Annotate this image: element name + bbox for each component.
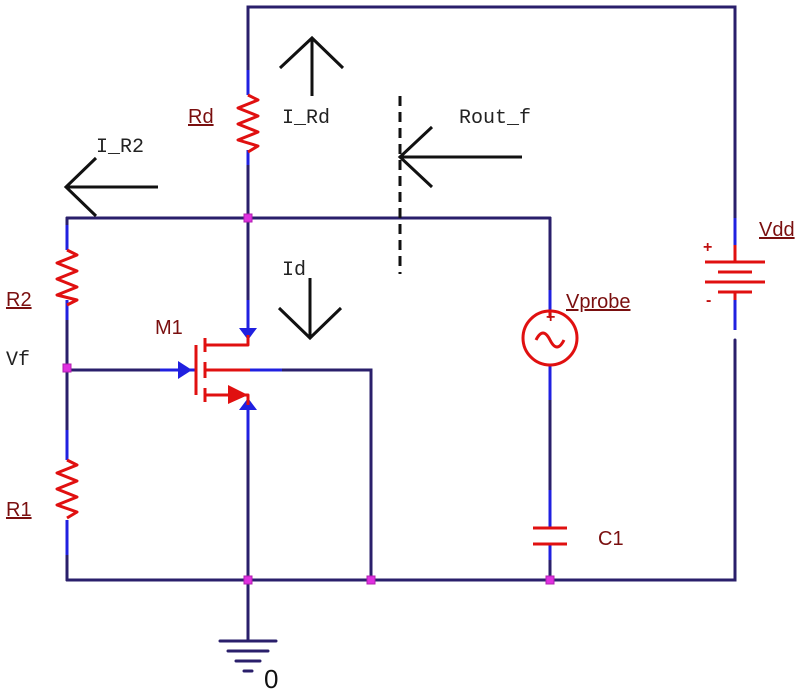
wires [65, 5, 737, 642]
i-rd-arrow [278, 35, 345, 96]
node-bottom-source [243, 575, 253, 585]
r1-resistor-symbol [55, 458, 79, 520]
i-r2-label: I_R2 [96, 136, 144, 159]
i-rd-label: I_Rd [282, 107, 330, 130]
vdd-label: Vdd [759, 219, 795, 241]
wire-source-loop [278, 368, 373, 582]
rd-resistor-symbol [236, 93, 260, 154]
vf-label: Vf [6, 349, 30, 372]
node-bottom-body [366, 575, 376, 585]
vprobe-source-symbol [521, 309, 579, 367]
vprobe-label: Vprobe [566, 291, 631, 313]
pins [65, 70, 737, 560]
node-mid-drain [243, 213, 253, 223]
node-bottom-c1 [545, 575, 555, 585]
r1-label: R1 [6, 499, 32, 521]
m1-label: M1 [155, 317, 183, 339]
ground-symbol [218, 639, 278, 673]
vdd-minus-sign: - [706, 292, 711, 309]
r2-resistor-symbol [55, 248, 79, 307]
id-label: Id [282, 259, 306, 282]
vprobe-plus-sign: + [546, 309, 555, 326]
i-r2-arrow [63, 156, 158, 218]
id-arrow [277, 278, 343, 341]
rout-f-arrow [397, 125, 522, 189]
rout-f-label: Rout_f [459, 107, 531, 130]
c1-capacitor-symbol [533, 526, 567, 546]
c1-label: C1 [598, 528, 624, 550]
vdd-battery-symbol [705, 245, 765, 300]
rd-label: Rd [188, 106, 214, 128]
wire-vdd-bottom [548, 338, 737, 582]
wire-top-rail [246, 5, 737, 220]
pin-drain-arrow [239, 328, 257, 340]
vdd-plus-sign: + [703, 239, 712, 256]
pin-gate-arrow [178, 361, 192, 379]
node-vf [62, 363, 72, 373]
ground-label: 0 [264, 664, 278, 694]
r2-label: R2 [6, 289, 32, 311]
m1-mosfet-symbol [194, 335, 250, 405]
